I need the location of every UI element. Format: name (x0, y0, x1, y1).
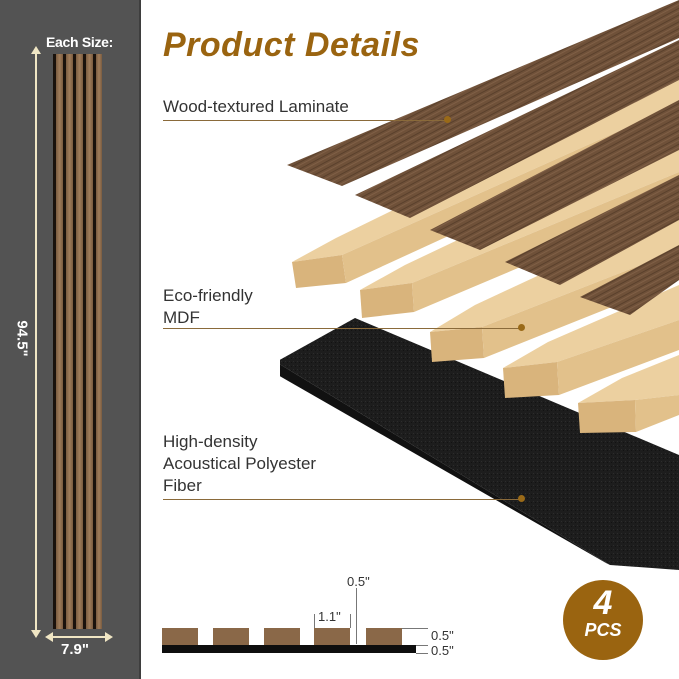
exploded-layer-diagram (280, 0, 679, 570)
quantity-unit: PCS (584, 620, 622, 640)
laminate-leader-line (163, 120, 447, 121)
mdf-leader-line (163, 328, 521, 329)
felt-leader-line (163, 499, 521, 500)
height-arrow-icon (31, 46, 41, 638)
layer-label-felt: High-density Acoustical Polyester Fiber (163, 432, 317, 495)
layer-label-mdf: Eco-friendly MDF (163, 286, 253, 327)
gap-dimension: 0.5" (347, 574, 370, 589)
felt-backing-layer (280, 318, 679, 570)
panel-illustration (53, 54, 102, 629)
slat-thickness-dimension: 0.5" (431, 628, 454, 643)
quantity-badge: 4 PCS (563, 580, 643, 660)
each-size-heading: Each Size: (46, 34, 114, 50)
laminate-marker-icon (444, 116, 451, 123)
felt-marker-icon (518, 495, 525, 502)
laminate-strips (287, 0, 679, 315)
slat-width-dimension: 1.1" (318, 609, 341, 624)
quantity-count: 4 (593, 584, 613, 622)
size-panel: Each Size: 94.5" 7.9" (0, 0, 141, 679)
width-dimension: 7.9" (61, 641, 89, 658)
backing-thickness-dimension: 0.5" (431, 643, 454, 658)
width-arrow-icon (45, 632, 113, 642)
page-title: Product Details (163, 26, 420, 64)
layer-label-laminate: Wood-textured Laminate (163, 97, 349, 116)
mdf-marker-icon (518, 324, 525, 331)
height-dimension: 94.5" (13, 320, 31, 357)
panel-edge (139, 0, 141, 679)
